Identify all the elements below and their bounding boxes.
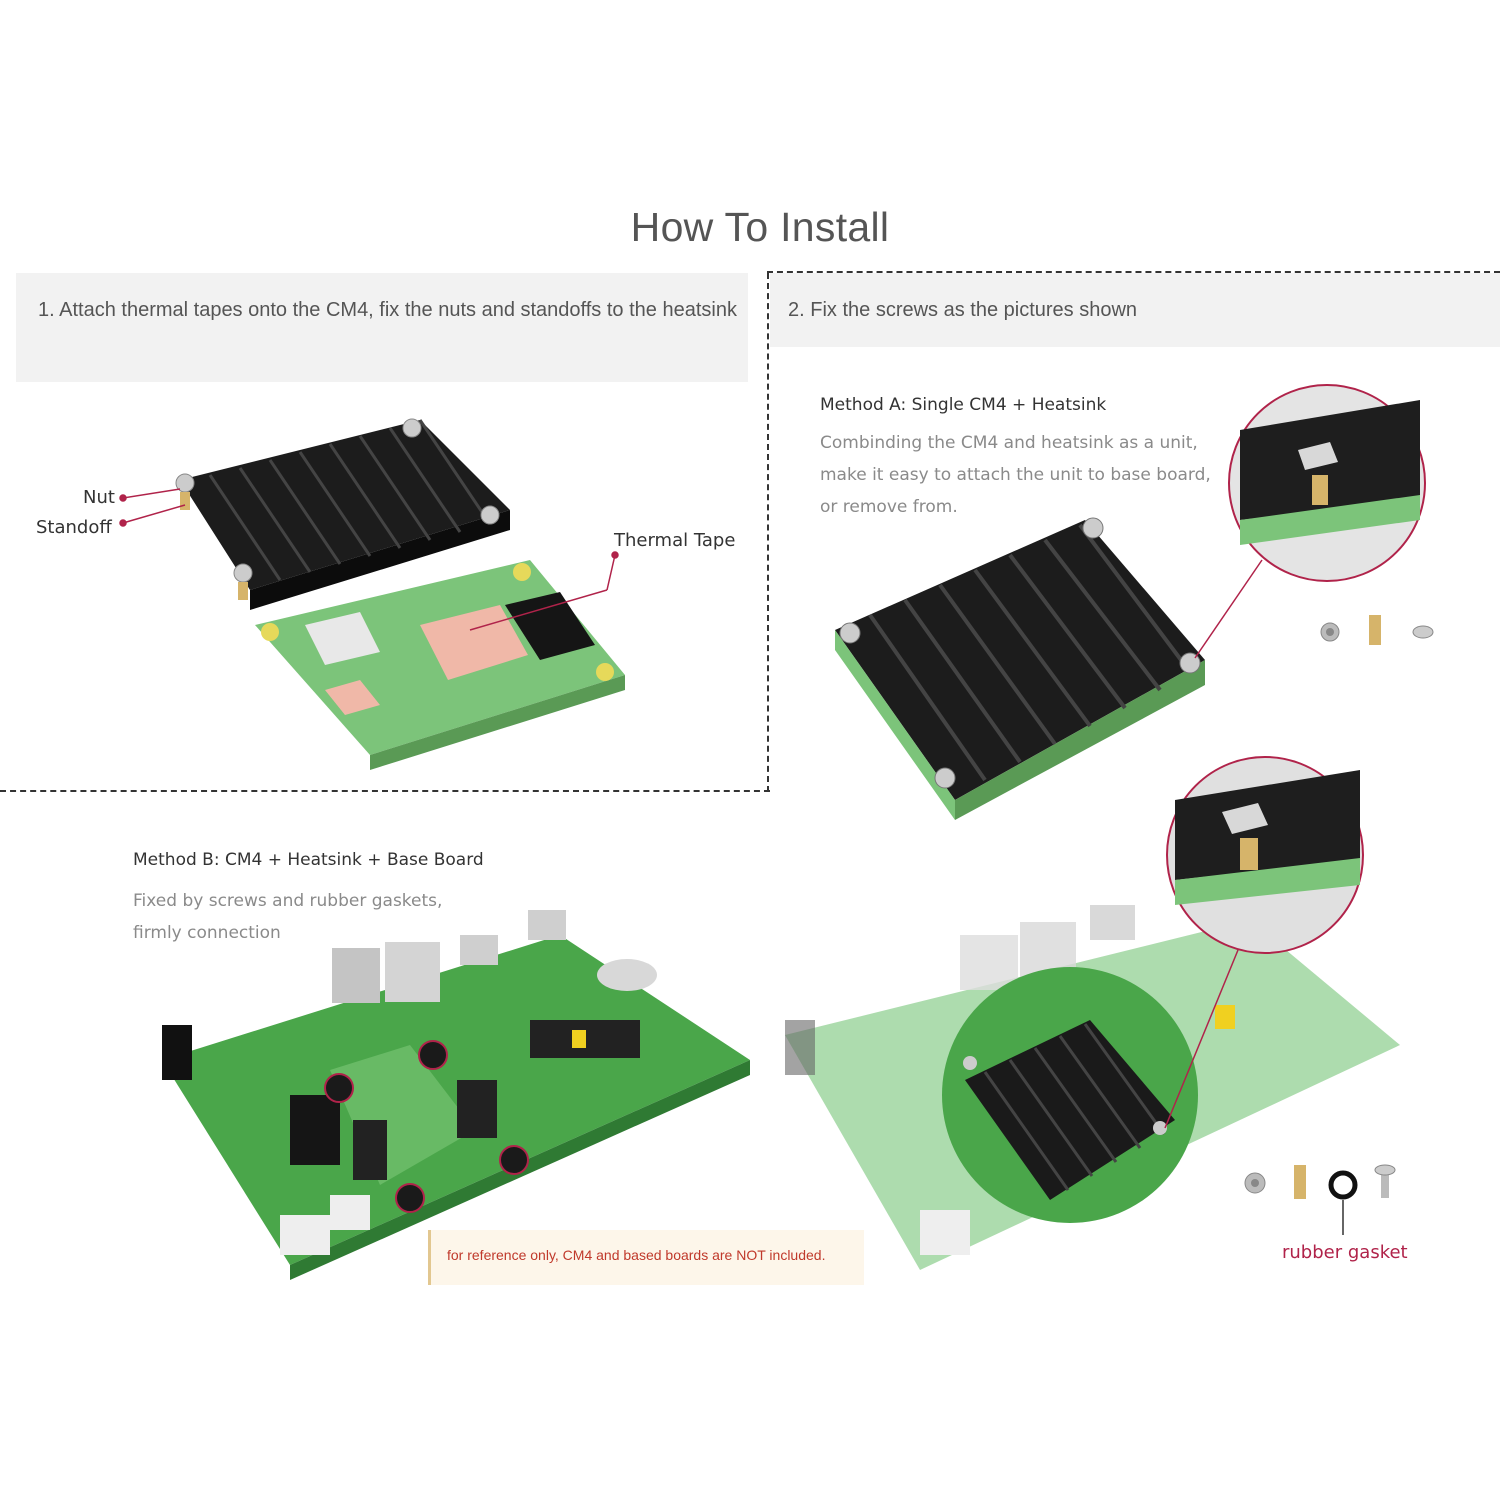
method-a-desc-line: Combinding the CM4 and heatsink as a uni…: [820, 433, 1198, 453]
method-a-title: Method A: Single CM4 + Heatsink: [820, 395, 1107, 415]
method-a-hardware-parts: [1320, 615, 1434, 645]
method-a-desc-line: make it easy to attach the unit to base …: [820, 465, 1211, 485]
nut-label: Nut: [83, 487, 115, 508]
method-a-description: Combinding the CM4 and heatsink as a uni…: [820, 427, 1211, 523]
step2-box: 2. Fix the screws as the pictures shown: [770, 273, 1500, 347]
method-b-description: Fixed by screws and rubber gaskets, firm…: [133, 885, 442, 949]
step-divider-vertical: [767, 273, 769, 792]
step1-box: 1. Attach thermal tapes onto the CM4, fi…: [16, 273, 748, 382]
method-b-desc-line: firmly connection: [133, 923, 281, 943]
step1-callout-lines: [119, 488, 619, 631]
method-b-assembled-image: [785, 905, 1400, 1270]
method-b-hardware-parts: [1244, 1164, 1396, 1235]
method-a-heatsink-image: [835, 517, 1205, 820]
reference-note: for reference only, CM4 and based boards…: [428, 1230, 864, 1285]
method-a-zoom-circle: [1194, 384, 1426, 659]
rubber-gasket-label: rubber gasket: [1282, 1242, 1408, 1263]
reference-note-text: for reference only, CM4 and based boards…: [447, 1247, 826, 1263]
step1-divider-bottom: [0, 790, 770, 792]
method-b-title: Method B: CM4 + Heatsink + Base Board: [133, 850, 484, 870]
thermal-tape-label: Thermal Tape: [614, 530, 736, 551]
method-b-baseboard-image: [162, 910, 750, 1280]
step2-text: 2. Fix the screws as the pictures shown: [788, 299, 1138, 321]
method-b-zoom-circle: [1164, 756, 1364, 1129]
method-b-desc-line: Fixed by screws and rubber gaskets,: [133, 891, 443, 911]
method-a-desc-line: or remove from.: [820, 497, 958, 517]
standoff-label: Standoff: [36, 517, 112, 538]
step2-divider-top: [767, 271, 1500, 273]
step1-heatsink-image: [175, 418, 510, 610]
step1-text: 1. Attach thermal tapes onto the CM4, fi…: [38, 299, 737, 321]
page-title: How To Install: [630, 204, 890, 250]
step1-cm4-image: [255, 560, 625, 770]
